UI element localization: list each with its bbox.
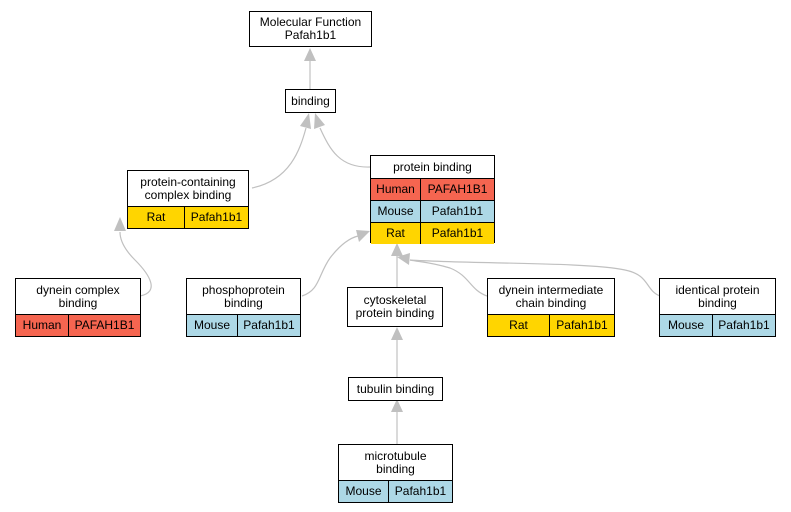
gene-cell: Pafah1b1 [713,315,775,336]
node-dynein-complex-binding[interactable]: dynein complex binding Human PAFAH1B1 [15,278,141,337]
gene-cell: Pafah1b1 [550,315,614,336]
node-label-line: protein-containing [140,174,236,189]
edge-dcb-to-pcc [119,231,152,297]
node-label-line: binding [58,295,98,310]
node-label-line: Molecular Function [259,15,362,29]
node-label-line: phosphoprotein [202,282,285,297]
gene-cell: Pafah1b1 [389,481,452,502]
node-identical-protein-binding[interactable]: identical protein binding Mouse Pafah1b1 [659,278,776,337]
species-row: Rat Pafah1b1 [128,206,248,228]
gene-cell: Pafah1b1 [421,223,494,244]
species-cell: Human [371,179,421,200]
node-label-line: tubulin binding [356,381,435,396]
node-label-line: Pafah1b1 [284,28,337,42]
gene-cell: Pafah1b1 [185,207,248,228]
node-label-line: complex binding [144,187,232,202]
species-cell: Mouse [187,315,238,336]
node-tubulin-binding[interactable]: tubulin binding [348,377,443,401]
species-cell: Mouse [371,201,421,222]
edge-pb-to-binding [319,127,371,168]
arrowhead [391,399,403,412]
node-microtubule-binding[interactable]: microtubule binding Mouse Pafah1b1 [338,444,453,503]
node-label-line: protein binding [355,306,435,320]
node-label-line: binding [698,295,737,310]
gene-cell: Pafah1b1 [421,201,494,222]
species-row: Human PAFAH1B1 [16,314,140,336]
species-cell: Rat [371,223,421,244]
node-molecular-function[interactable]: Molecular Function Pafah1b1 [249,11,372,47]
node-label-line: dynein intermediate [498,282,604,297]
species-cell: Mouse [660,315,713,336]
species-cell: Rat [128,207,185,228]
node-label-line: chain binding [515,295,587,310]
node-cytoskeletal-protein-binding[interactable]: cytoskeletal protein binding [347,287,443,327]
node-label-line: binding [376,461,415,476]
species-row: Mouse Pafah1b1 [187,314,300,336]
node-label-line: protein binding [393,159,472,174]
arrowhead [304,48,316,61]
arrowhead [391,243,403,256]
species-row: Mouse Pafah1b1 [339,480,452,502]
node-label-line: binding [224,295,263,310]
species-row: Mouse Pafah1b1 [371,200,494,222]
node-label-line: identical protein [675,282,760,297]
gene-cell: PAFAH1B1 [69,315,140,336]
node-binding[interactable]: binding [285,89,336,113]
node-label-line: cytoskeletal [363,293,427,307]
edge-dicb-to-pb [409,259,488,297]
species-cell: Rat [488,315,550,336]
node-label-line: binding [291,93,330,108]
edge-pcc-to-binding [251,127,307,189]
gene-cell: Pafah1b1 [238,315,300,336]
node-protein-containing-complex-binding[interactable]: protein-containing complex binding Rat P… [127,170,249,229]
species-cell: Mouse [339,481,389,502]
species-row: Human PAFAH1B1 [371,178,494,200]
node-label-line: microtubule [364,448,427,463]
species-row: Rat Pafah1b1 [371,222,494,244]
edge-ipb-to-pb [409,259,661,297]
arrowhead [314,113,325,129]
node-protein-binding[interactable]: protein binding Human PAFAH1B1 Mouse Paf… [370,155,495,244]
arrowhead [397,253,410,265]
node-phosphoprotein-binding[interactable]: phosphoprotein binding Mouse Pafah1b1 [186,278,301,337]
species-row: Mouse Pafah1b1 [660,314,775,336]
species-cell: Human [16,315,69,336]
node-dynein-intermediate-chain-binding[interactable]: dynein intermediate chain binding Rat Pa… [487,278,615,337]
node-label-line: dynein complex [36,282,120,297]
arrowhead [114,217,126,231]
arrowhead [356,230,370,242]
gene-cell: PAFAH1B1 [421,179,494,200]
edge-ppb-to-pb [301,235,359,297]
arrowhead [391,327,403,340]
arrowhead [300,113,311,129]
species-row: Rat Pafah1b1 [488,314,614,336]
